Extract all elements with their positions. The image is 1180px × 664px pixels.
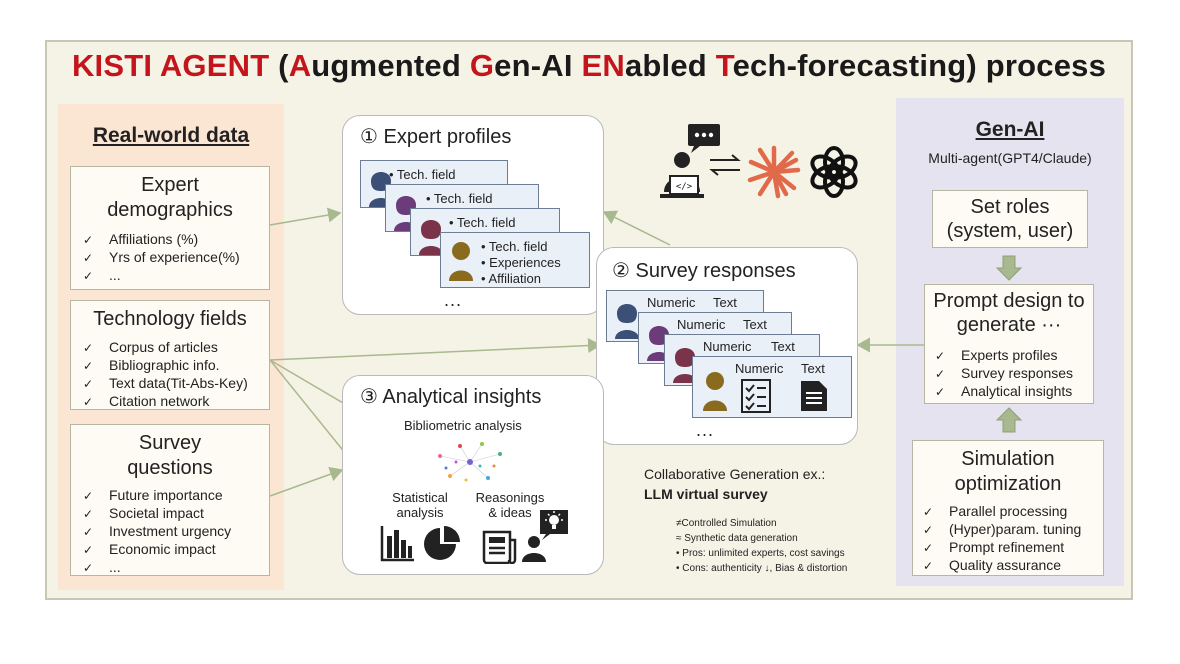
arrow-survey-q-to-insights	[269, 467, 344, 497]
list-item: ✓Investment urgency	[83, 523, 232, 539]
survey-questions-box: Survey questions ✓Future importance ✓Soc…	[70, 424, 270, 576]
openai-logo-icon	[810, 146, 858, 198]
network-graph-icon	[438, 442, 502, 482]
list-item: ✓Corpus of articles	[83, 339, 218, 355]
list-item: ✓Future importance	[83, 487, 223, 503]
list-item: ✓Parallel processing	[923, 503, 1068, 519]
profile-field-label: • Experiences	[481, 255, 561, 270]
list-item: ✓Prompt refinement	[923, 539, 1065, 555]
technology-fields-list: ✓Corpus of articles ✓Bibliographic info.…	[83, 339, 248, 411]
person-avatar-icon	[703, 372, 727, 411]
list-item: ✓Societal impact	[83, 505, 204, 521]
numeric-label: Numeric	[677, 317, 726, 332]
list-item: ✓Quality assurance	[923, 557, 1062, 573]
arrow-tech-to-profiles	[269, 338, 602, 361]
survey-responses-title: ② Survey responses	[612, 260, 796, 282]
news-doc-icon	[482, 530, 517, 564]
profile-field-label: • Tech. field	[426, 191, 493, 206]
svg-text:</>: </>	[676, 182, 693, 192]
set-roles-title: Set roles (system, user)	[946, 196, 1074, 242]
list-item: ✓Text data(Tit-Abs-Key)	[83, 375, 248, 391]
arrow-demographics-to-profiles	[269, 207, 342, 226]
bar-chart-icon	[380, 526, 414, 562]
prompt-design-list: ✓Experts profiles ✓Survey responses ✓Ana…	[935, 347, 1073, 401]
list-item: ✓Economic impact	[83, 541, 216, 557]
collab-line2: LLM virtual survey	[644, 486, 768, 502]
person-avatar-icon	[419, 220, 443, 255]
responses-ellipsis: ...	[696, 420, 715, 440]
simulation-optimization-list: ✓Parallel processing ✓(Hyper)param. tuni…	[923, 503, 1081, 575]
bibliometric-label: Bibliometric analysis	[404, 418, 522, 433]
profile-field-label: • Affiliation	[481, 271, 541, 286]
profile-card: • Tech. field • Experiences • Affiliatio…	[440, 232, 590, 288]
expert-demographics-title: Expert demographics	[107, 174, 233, 221]
list-item: ✓(Hyper)param. tuning	[923, 521, 1082, 537]
list-item: ✓...	[83, 267, 121, 283]
profile-field-label: • Tech. field	[449, 215, 516, 230]
claude-starburst-icon	[747, 145, 801, 199]
numeric-label: Numeric	[703, 339, 752, 354]
analytical-insights-title: ③ Analytical insights	[360, 386, 542, 408]
note-line: • Cons: authenticity ↓, Bias & distortio…	[676, 563, 848, 574]
list-item: ✓Yrs of experience(%)	[83, 249, 240, 265]
list-item: ✓Bibliographic info.	[83, 357, 220, 373]
list-item: ✓...	[83, 559, 121, 575]
diagram-title: KISTI AGENT (Augmented Gen-AI ENabled Te…	[71, 48, 1107, 83]
person-avatar-icon	[449, 242, 473, 281]
gen-ai-subheader: Multi-agent(GPT4/Claude)	[928, 150, 1092, 166]
checklist-icon	[741, 379, 771, 413]
collab-notes: ≠Controlled Simulation ≈ Synthetic data …	[676, 516, 847, 576]
reasonings-ideas-label: Reasonings & ideas	[475, 490, 545, 520]
note-line: • Pros: unlimited experts, cost savings	[676, 548, 845, 559]
prompt-design-title: Prompt design to generate ···	[933, 290, 1085, 336]
user-laptop-icon: </>	[660, 124, 720, 198]
person-avatar-icon	[615, 304, 639, 339]
simulation-optimization-box: Simulation optimization ✓Parallel proces…	[912, 440, 1104, 576]
technology-fields-box: Technology fields ✓Corpus of articles ✓B…	[70, 300, 270, 410]
text-label: Text	[713, 295, 737, 310]
profile-field-label: • Tech. field	[389, 167, 456, 182]
arrow-genai-to-profiles	[602, 210, 671, 246]
text-label: Text	[743, 317, 767, 332]
survey-questions-title: Survey questions	[127, 432, 213, 479]
set-roles-box: Set roles (system, user)	[932, 190, 1088, 248]
note-line: ≠Controlled Simulation	[676, 518, 777, 529]
pie-chart-icon	[424, 526, 460, 560]
lightbulb-person-icon	[522, 510, 568, 562]
numeric-label: Numeric	[647, 295, 696, 310]
statistical-analysis-label: Statistical analysis	[392, 490, 448, 520]
person-avatar-icon	[673, 348, 697, 383]
exchange-arrows-icon	[709, 154, 741, 176]
real-world-data-header: Real-world data	[92, 124, 250, 147]
technology-fields-title: Technology fields	[93, 308, 247, 330]
collab-line1: Collaborative Generation ex.:	[644, 466, 826, 482]
text-doc-icon	[801, 381, 827, 411]
list-item: ✓Citation network	[83, 393, 210, 409]
text-label: Text	[771, 339, 795, 354]
list-item: ✓Survey responses	[935, 365, 1074, 381]
response-card: Numeric Text	[692, 356, 852, 418]
gen-ai-header: Gen-AI	[975, 118, 1045, 141]
survey-questions-list: ✓Future importance ✓Societal impact ✓Inv…	[83, 487, 231, 577]
expert-profiles-title: ① Expert profiles	[360, 126, 512, 148]
expert-demographics-list: ✓Affiliations (%) ✓Yrs of experience(%) …	[83, 231, 240, 285]
up-arrow-icon	[995, 407, 1023, 433]
numeric-label: Numeric	[735, 361, 784, 376]
simulation-optimization-title: Simulation optimization	[954, 448, 1062, 495]
profiles-ellipsis: ...	[444, 290, 463, 310]
note-line: ≈ Synthetic data generation	[676, 533, 798, 544]
expert-demographics-box: Expert demographics ✓Affiliations (%) ✓Y…	[70, 166, 270, 290]
list-item: ✓Experts profiles	[935, 347, 1058, 363]
list-item: ✓Analytical insights	[935, 383, 1073, 399]
prompt-design-box: Prompt design to generate ··· ✓Experts p…	[924, 284, 1094, 404]
down-arrow-icon	[995, 255, 1023, 281]
text-label: Text	[801, 361, 825, 376]
analytical-insights-box	[342, 375, 604, 575]
profile-field-label: • Tech. field	[481, 239, 548, 254]
list-item: ✓Affiliations (%)	[83, 231, 199, 247]
